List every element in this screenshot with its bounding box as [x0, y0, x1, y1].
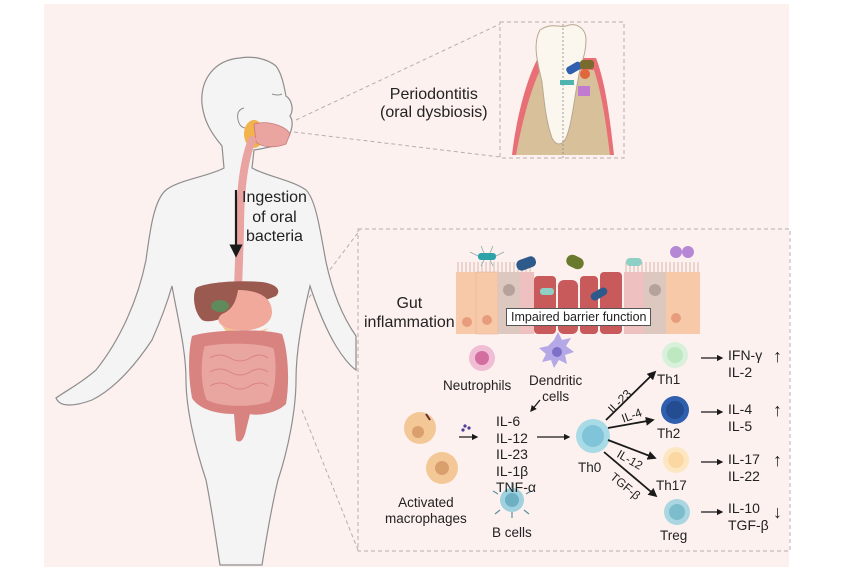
- output-cytokine: TGF-β: [728, 516, 769, 533]
- arrow-th0-to-th2: [607, 416, 655, 429]
- gut-bacteria: [469, 245, 694, 301]
- gut-inset-frame: [357, 228, 791, 552]
- output-cytokine: IFN-γ: [728, 347, 763, 363]
- pathway-arrows: [459, 354, 724, 516]
- output-cytokine: IL-22: [728, 467, 760, 484]
- macrophage-cells: [404, 412, 458, 484]
- gallbladder: [211, 300, 229, 312]
- neutrophil-cell: [469, 345, 495, 371]
- dendritic-label-line1: Dendritic: [529, 373, 583, 388]
- activated-macrophages-label: Activated macrophages: [385, 495, 467, 526]
- ingestion-label-line1: Ingestion: [242, 189, 307, 206]
- th0-cell: [576, 419, 610, 453]
- trend-up-icon: ↑: [773, 450, 782, 470]
- treg-cell: [664, 499, 690, 525]
- face-features: [237, 93, 283, 129]
- th1-cell: [662, 342, 688, 368]
- impaired-barrier-label: Impaired barrier function: [506, 308, 652, 326]
- periodontitis-label-line1: Periodontitis: [389, 86, 478, 103]
- th1-label: Th1: [657, 372, 681, 387]
- treg-outputs: IL-10 TGF-β: [728, 500, 769, 533]
- cytokine-item: IL-23: [496, 446, 528, 463]
- output-cytokine: IL-5: [728, 417, 753, 434]
- th0-label: Th0: [578, 460, 602, 475]
- th17-outputs: IL-17 IL-22: [728, 451, 760, 484]
- output-cytokine: IL-10: [728, 500, 760, 516]
- dendritic-cells-label: Dendritic cells: [529, 373, 582, 404]
- th17-label: Th17: [656, 478, 687, 493]
- gut-label-line2: inflammation: [364, 314, 455, 332]
- th2-outputs: IL-4 IL-5: [728, 401, 752, 434]
- esophagus: [234, 136, 256, 294]
- periodontitis-label-line2: (oral dysbiosis): [380, 104, 488, 122]
- output-cytokine: IL-4: [728, 401, 753, 417]
- trend-up-icon: ↑: [773, 400, 782, 420]
- cytokine-item: IL-6: [496, 413, 521, 429]
- zoom-connector-tooth: [293, 23, 501, 158]
- th2-label: Th2: [657, 426, 681, 441]
- cytokine-item: TNF-α: [496, 479, 536, 496]
- dendritic-cell: [539, 332, 574, 368]
- trend-down-icon: ↓: [773, 502, 782, 522]
- tooth-illustration: [512, 24, 614, 160]
- cytokine-dots: [461, 424, 471, 432]
- stomach: [218, 290, 272, 331]
- th2-cell: [661, 396, 689, 424]
- arrow-th0-to-th1: [605, 370, 657, 421]
- neutrophils-label: Neutrophils: [443, 378, 512, 393]
- output-cytokine: IL-2: [728, 363, 753, 380]
- oral-cavity: [253, 122, 291, 148]
- ingestion-label-line3: bacteria: [246, 228, 303, 246]
- cytokine-item: IL-12: [496, 429, 528, 446]
- macrophages-label-line2: macrophages: [385, 510, 467, 526]
- output-cytokine: IL-17: [728, 451, 760, 467]
- gut-label-line1: Gut: [396, 295, 423, 312]
- intestine-folds: [209, 354, 269, 390]
- cytokine-item: IL-1β: [496, 462, 529, 479]
- ingestion-label: Ingestion of oral bacteria: [242, 188, 307, 247]
- b-cells-label: B cells: [492, 525, 532, 540]
- innate-cytokine-list: IL-6 IL-12 IL-23 IL-1β TNF-α: [496, 413, 536, 496]
- b-cell: [492, 482, 532, 518]
- treg-label: Treg: [660, 528, 688, 543]
- gut-inflammation-label: Gut inflammation: [364, 294, 455, 332]
- dendritic-label-line2: cells: [542, 388, 570, 404]
- ingestion-label-line2: of oral: [252, 208, 297, 226]
- macrophages-label-line1: Activated: [398, 495, 454, 510]
- th17-cell: [663, 447, 689, 473]
- periodontitis-label: Periodontitis (oral dysbiosis): [380, 86, 488, 123]
- trend-up-icon: ↑: [773, 346, 782, 366]
- arrow-dendritic-to-cytokines: [530, 399, 541, 413]
- tooth-inset-frame: [499, 21, 625, 159]
- arrow-th0-to-th17: [607, 439, 657, 460]
- th1-outputs: IFN-γ IL-2: [728, 347, 762, 380]
- arrow-th0-to-treg: [603, 451, 658, 498]
